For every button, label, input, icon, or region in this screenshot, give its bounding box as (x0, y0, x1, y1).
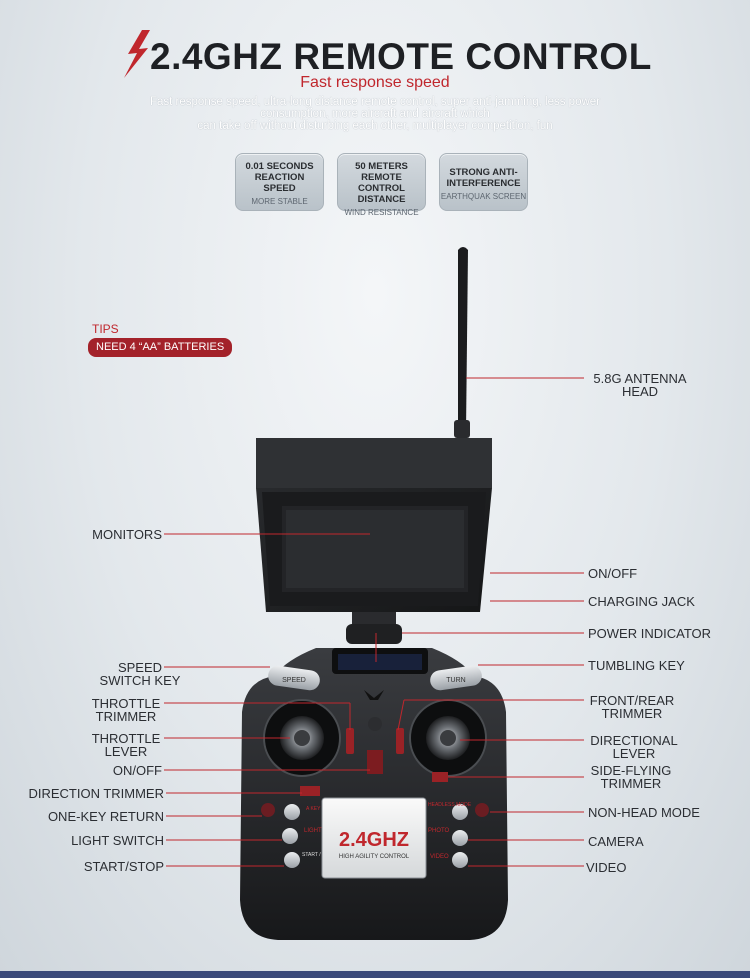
label-directional-lever: DIRECTIONAL LEVER (584, 734, 684, 760)
label-light-switch: LIGHT SWITCH (71, 833, 164, 848)
label-line: SPEED (117, 660, 163, 675)
feature-badge-reaction: 0.01 SECONDS REACTION SPEED MORE STABLE (235, 153, 324, 211)
label-video: VIDEO (586, 860, 627, 875)
label-non-head-mode: NON-HEAD MODE (588, 805, 700, 820)
label-throttle-lever: THROTTLE LEVER (82, 732, 170, 758)
page-subtitle: Fast response speed (300, 74, 450, 91)
label-line: DIRECTIONAL (590, 733, 678, 748)
feature-label: 50 METERS REMOTE CONTROL DISTANCE (355, 161, 408, 205)
callout-lines (164, 377, 584, 867)
feature-sub: EARTHQUAK SCREEN (440, 192, 527, 201)
label-power-indicator: POWER INDICATOR (588, 626, 712, 641)
start-button-label: START / STOP (302, 852, 336, 858)
feature-sub: WIND RESISTANCE (344, 208, 419, 217)
label-monitors: MONITORS (92, 527, 162, 542)
label-line: TRIMMER (601, 706, 663, 721)
label-on-off-controller: ON/OFF (112, 763, 162, 778)
label-line: 5.8G ANTENNA (593, 371, 687, 386)
label-line: FRONT/REAR (589, 693, 675, 708)
label-one-key-return: ONE-KEY RETURN (47, 809, 164, 824)
headless-button-label: HEADLESS MODE (428, 802, 472, 808)
feature-badge-distance: 50 METERS REMOTE CONTROL DISTANCE WIND R… (337, 153, 426, 217)
label-line: HEAD (621, 384, 659, 399)
description-line: can take off without disturbing each oth… (197, 120, 553, 132)
label-antenna: 5.8G ANTENNA HEAD (586, 372, 694, 398)
label-start-stop: START/STOP (83, 859, 164, 874)
light-button-label: LIGHT (304, 828, 322, 834)
turn-button-label: TURN (446, 677, 465, 684)
video-button-label: VIDEO (430, 854, 449, 860)
speed-button-label: SPEED (282, 677, 306, 684)
label-front-rear-trimmer: FRONT/REAR TRIMMER (584, 694, 680, 720)
label-line: SIDE-FLYING (590, 763, 672, 778)
tips-title: TIPS (92, 322, 119, 336)
feature-badge-interference: STRONG ANTI-INTERFERENCE EARTHQUAK SCREE… (439, 153, 528, 211)
label-line: LEVER (104, 744, 148, 759)
label-tumbling-key: TUMBLING KEY (588, 658, 685, 673)
feature-sub: MORE STABLE (251, 197, 308, 206)
label-line: SWITCH KEY (99, 673, 181, 688)
label-charging-jack: CHARGING JACK (588, 594, 695, 609)
lightning-bolt-icon (124, 30, 150, 78)
plate-brand: 2.4GHZ (339, 829, 409, 851)
antenna (458, 247, 468, 432)
description-line: Fast response speed, ultra-long distance… (150, 96, 600, 108)
label-throttle-trimmer: THROTTLE TRIMMER (82, 697, 170, 723)
feature-label: 0.01 SECONDS REACTION SPEED (245, 161, 314, 194)
photo-button-label: PHOTO (428, 828, 450, 834)
description-line: consumption, more aircraft and aircraft … (260, 108, 490, 120)
feature-label: STRONG ANTI-INTERFERENCE (446, 167, 521, 189)
description: Fast response speed, ultra-long distance… (100, 96, 650, 132)
label-line: TRIMMER (600, 776, 662, 791)
label-direction-trimmer: DIRECTION TRIMMER (28, 786, 164, 801)
label-camera: CAMERA (588, 834, 644, 849)
battery-tip-badge: NEED 4 “AA” BATTERIES (88, 338, 233, 357)
plate-tagline: HIGH AGILITY CONTROL (339, 854, 410, 860)
controller-body (240, 648, 508, 940)
monitor (256, 438, 492, 612)
label-line: THROTTLE (91, 696, 161, 711)
page-title: 2.4GHZ REMOTE CONTROL (150, 36, 652, 77)
bottom-bar (0, 971, 750, 978)
label-speed-switch-key: SPEED SWITCH KEY (84, 661, 196, 687)
label-side-flying-trimmer: SIDE-FLYING TRIMMER (584, 764, 678, 790)
label-line: LEVER (612, 746, 656, 761)
label-line: TRIMMER (95, 709, 157, 724)
label-on-off-monitor: ON/OFF (588, 566, 638, 581)
label-line: THROTTLE (91, 731, 161, 746)
